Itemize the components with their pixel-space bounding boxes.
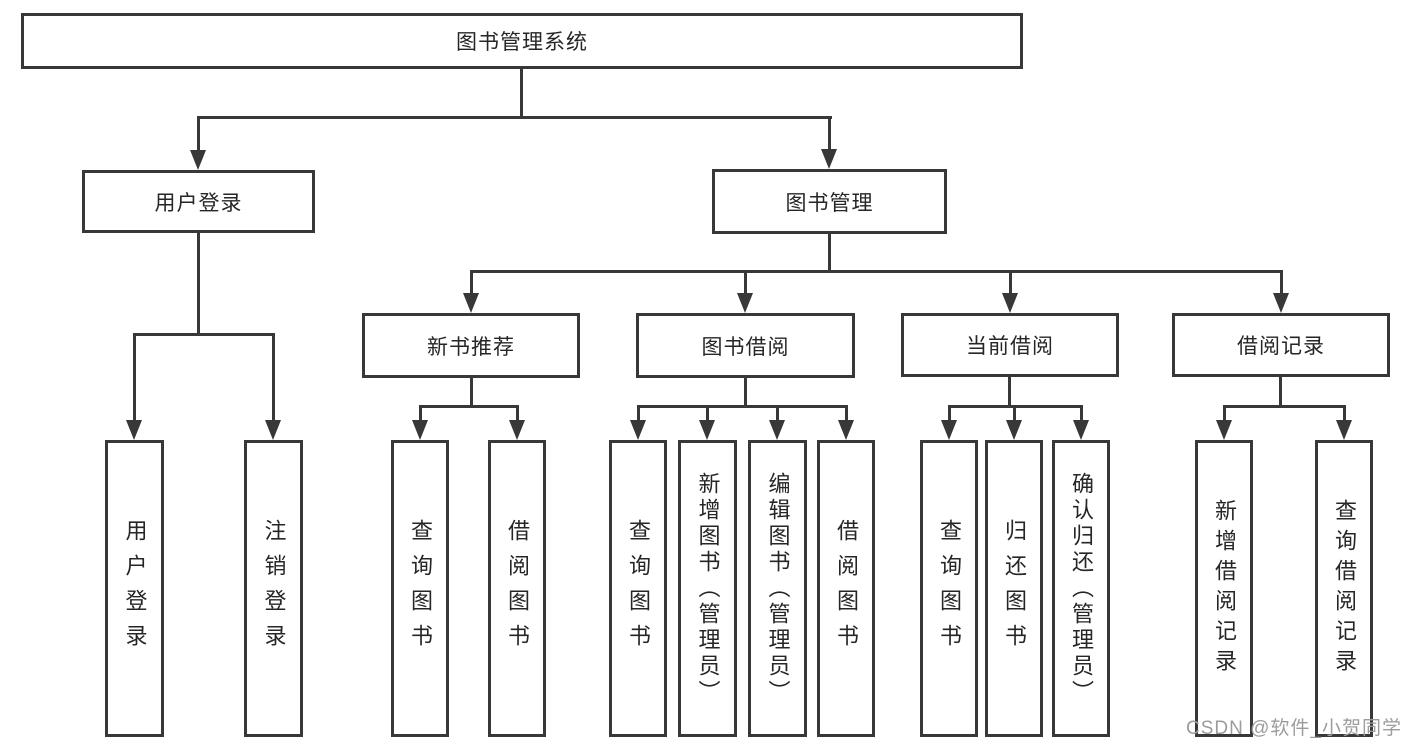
leaf-logout: 注销登录 [244,440,303,737]
leaf-label: 确认归还（管理员） [1069,471,1094,706]
leaf-add-book-admin: 新增图书（管理员） [678,440,737,737]
leaf-query-books-current: 查询图书 [920,440,978,737]
arrowhead-icon [412,420,428,440]
leaf-borrow-books-borrowing: 借阅图书 [817,440,875,737]
node-label: 用户登录 [154,191,243,215]
csdn-watermark: CSDN @软件_小贺同学 [1186,718,1402,739]
leaf-user-login: 用户登录 [105,440,164,737]
connector-line [744,271,747,299]
connector-line [1223,406,1226,426]
node-book-borrowing: 图书借阅 [636,313,855,378]
leaf-query-books-recommend: 查询图书 [391,440,449,737]
leaf-confirm-return-admin: 确认归还（管理员） [1052,440,1110,737]
leaf-label: 新增借阅记录 [1212,498,1237,679]
arrowhead-icon [1273,293,1289,313]
arrowhead-icon [630,420,646,440]
leaf-label: 借阅图书 [505,518,530,659]
connector-line [197,117,200,155]
leaf-label: 借阅图书 [834,518,859,659]
connector-line [1008,377,1011,408]
connector-line [828,234,831,273]
connector-line [776,406,779,426]
connector-line [828,117,831,155]
arrowhead-icon [737,293,753,313]
leaf-return-book: 归还图书 [985,440,1043,737]
connector-line [516,406,519,426]
leaf-borrow-books-recommend: 借阅图书 [488,440,546,737]
node-label: 图书管理 [785,191,874,215]
connector-line [419,406,422,426]
arrowhead-icon [1073,420,1089,440]
node-label: 新书推荐 [427,335,515,359]
arrowhead-icon [190,150,206,170]
leaf-label: 用户登录 [122,518,148,659]
arrowhead-icon [1216,420,1232,440]
node-label: 图书借阅 [701,335,790,359]
arrowhead-icon [265,420,281,440]
arrowhead-icon [463,293,479,313]
connector-line [845,406,848,426]
leaf-label: 注销登录 [261,518,287,659]
connector-line [133,333,275,336]
node-library-management-system: 图书管理系统 [21,13,1023,69]
leaf-edit-book-admin: 编辑图书（管理员） [748,440,807,737]
connector-line [744,378,747,408]
connector-line [637,406,640,426]
node-label: 当前借阅 [966,335,1054,358]
arrowhead-icon [838,420,854,440]
connector-line [1343,406,1346,426]
node-new-book-recommend: 新书推荐 [362,313,580,378]
leaf-query-books-borrowing: 查询图书 [609,440,667,737]
node-label: 借阅记录 [1237,335,1325,358]
arrowhead-icon [699,420,715,440]
leaf-label: 新增图书（管理员） [695,471,721,706]
arrowhead-icon [941,420,957,440]
node-label: 图书管理系统 [456,31,588,54]
leaf-label: 查询图书 [626,518,651,659]
connector-line [948,406,951,426]
leaf-label: 查询图书 [937,518,962,659]
leaf-label: 编辑图书（管理员） [765,471,791,706]
connector-line [470,270,1283,273]
connector-line [272,334,275,426]
arrowhead-icon [509,420,525,440]
connector-line [706,406,709,426]
node-current-borrowing: 当前借阅 [901,313,1119,377]
leaf-query-borrow-record: 查询借阅记录 [1315,440,1373,737]
node-borrowing-records: 借阅记录 [1172,313,1390,377]
arrowhead-icon [1002,293,1018,313]
leaf-label: 查询图书 [408,518,433,659]
node-book-management: 图书管理 [712,169,947,234]
connector-line [637,405,848,408]
leaf-label: 查询借阅记录 [1332,498,1357,679]
connector-line [197,233,200,336]
connector-line [520,69,523,118]
arrowhead-icon [821,149,837,169]
arrowhead-icon [126,420,142,440]
connector-line [419,405,519,408]
connector-line [1280,271,1283,299]
arrowhead-icon [1006,420,1022,440]
connector-line [133,334,136,426]
connector-line [197,116,832,119]
leaf-add-borrow-record: 新增借阅记录 [1195,440,1253,737]
connector-line [1009,271,1012,299]
connector-line [1080,406,1083,426]
connector-line [1279,377,1282,408]
connector-line [470,271,473,299]
connector-line [1013,406,1016,426]
arrowhead-icon [1336,420,1352,440]
connector-line [1223,405,1346,408]
arrowhead-icon [769,420,785,440]
leaf-label: 归还图书 [1002,518,1027,659]
connector-line [470,378,473,408]
node-user-login: 用户登录 [82,170,315,233]
